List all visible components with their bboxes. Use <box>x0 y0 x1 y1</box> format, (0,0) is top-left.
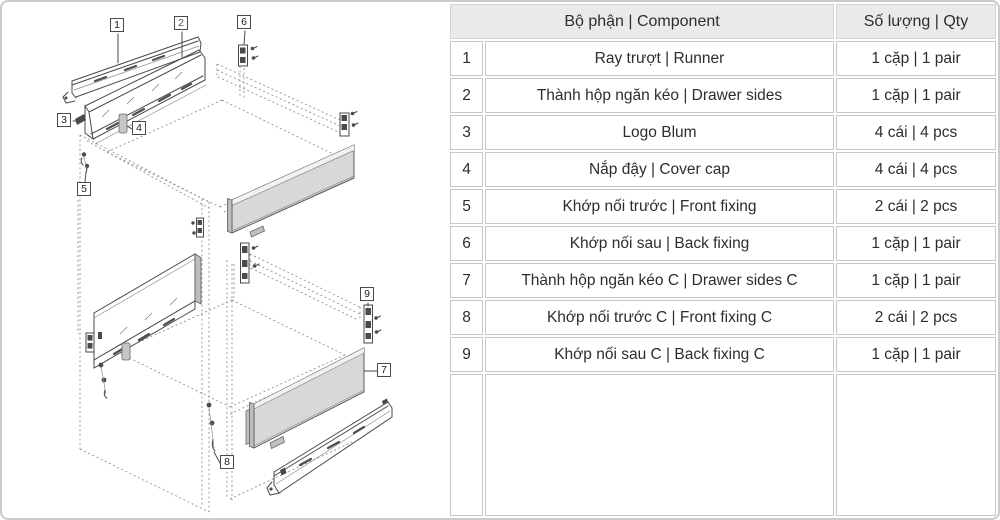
row-number: 4 <box>450 152 483 187</box>
component-column-header: Bộ phận | Component <box>450 4 834 39</box>
table-row: 8 Khớp nối trước C | Front fixing C 2 cá… <box>450 300 996 335</box>
qty-cell: 2 cái | 2 pcs <box>836 300 996 335</box>
table-row: 2 Thành hộp ngăn kéo | Drawer sides 1 cặ… <box>450 78 996 113</box>
component-cell: Khớp nối trước | Front fixing <box>485 189 834 224</box>
diagram-label-8: 8 <box>220 455 234 469</box>
exploded-drawer-diagram: 1 2 3 4 5 6 7 8 9 <box>2 2 452 518</box>
row-number: 3 <box>450 115 483 150</box>
row-number: 5 <box>450 189 483 224</box>
drawer-side-part <box>84 49 207 145</box>
parts-table: Bộ phận | Component Số lượng | Qty 1 Ray… <box>448 2 998 518</box>
empty-cell <box>836 374 996 516</box>
table-row: 1 Ray trượt | Runner 1 cặp | 1 pair <box>450 41 996 76</box>
diagram-label-4: 4 <box>132 121 146 135</box>
drawer-side-right-part <box>227 144 355 238</box>
drawer-side-c-part <box>245 347 365 450</box>
component-cell: Khớp nối trước C | Front fixing C <box>485 300 834 335</box>
empty-cell <box>450 374 483 516</box>
diagram-label-9: 9 <box>360 287 374 301</box>
qty-cell: 1 cặp | 1 pair <box>836 337 996 372</box>
runner-c-part <box>266 398 393 496</box>
back-fixing-part <box>238 44 359 137</box>
component-cell: Ray trượt | Runner <box>485 41 834 76</box>
row-number: 7 <box>450 263 483 298</box>
component-cell: Khớp nối sau | Back fixing <box>485 226 834 261</box>
table-row: 6 Khớp nối sau | Back fixing 1 cặp | 1 p… <box>450 226 996 261</box>
qty-cell: 1 cặp | 1 pair <box>836 78 996 113</box>
diagram-label-2: 2 <box>174 16 188 30</box>
front-fixing-part <box>80 152 204 238</box>
diagram-line-art <box>62 30 393 513</box>
parts-table-pane: Bộ phận | Component Số lượng | Qty 1 Ray… <box>448 2 998 518</box>
qty-cell: 1 cặp | 1 pair <box>836 263 996 298</box>
callout-leader-lines <box>72 30 378 464</box>
row-number: 9 <box>450 337 483 372</box>
diagram-label-5: 5 <box>77 182 91 196</box>
table-empty-row <box>450 374 996 516</box>
table-row: 3 Logo Blum 4 cái | 4 pcs <box>450 115 996 150</box>
table-header-row: Bộ phận | Component Số lượng | Qty <box>450 4 996 39</box>
qty-cell: 4 cái | 4 pcs <box>836 115 996 150</box>
cover-cap-part <box>118 113 128 134</box>
qty-column-header: Số lượng | Qty <box>836 4 996 39</box>
dotted-outline <box>77 63 361 513</box>
diagram-label-7: 7 <box>377 363 391 377</box>
component-cell: Khớp nối sau C | Back fixing C <box>485 337 834 372</box>
diagram-label-3: 3 <box>57 113 71 127</box>
qty-cell: 1 cặp | 1 pair <box>836 41 996 76</box>
logo-blum-part <box>75 114 86 125</box>
table-row: 5 Khớp nối trước | Front fixing 2 cái | … <box>450 189 996 224</box>
drawer-side-c-left-part <box>85 253 202 399</box>
row-number: 2 <box>450 78 483 113</box>
qty-cell: 4 cái | 4 pcs <box>836 152 996 187</box>
front-fixing-c-part <box>206 402 216 452</box>
qty-cell: 1 cặp | 1 pair <box>836 226 996 261</box>
row-number: 6 <box>450 226 483 261</box>
row-number: 8 <box>450 300 483 335</box>
diagram-label-6: 6 <box>237 15 251 29</box>
diagram-label-1: 1 <box>110 18 124 32</box>
table-row: 9 Khớp nối sau C | Back fixing C 1 cặp |… <box>450 337 996 372</box>
component-cell: Nắp đậy | Cover cap <box>485 152 834 187</box>
back-fixing-c-part <box>363 304 382 344</box>
component-cell: Logo Blum <box>485 115 834 150</box>
component-cell: Thành hộp ngăn kéo | Drawer sides <box>485 78 834 113</box>
table-row: 7 Thành hộp ngăn kéo C | Drawer sides C … <box>450 263 996 298</box>
row-number: 1 <box>450 41 483 76</box>
table-row: 4 Nắp đậy | Cover cap 4 cái | 4 pcs <box>450 152 996 187</box>
component-cell: Thành hộp ngăn kéo C | Drawer sides C <box>485 263 834 298</box>
back-fixing-c-left-part <box>240 242 260 284</box>
empty-cell <box>485 374 834 516</box>
qty-cell: 2 cái | 2 pcs <box>836 189 996 224</box>
